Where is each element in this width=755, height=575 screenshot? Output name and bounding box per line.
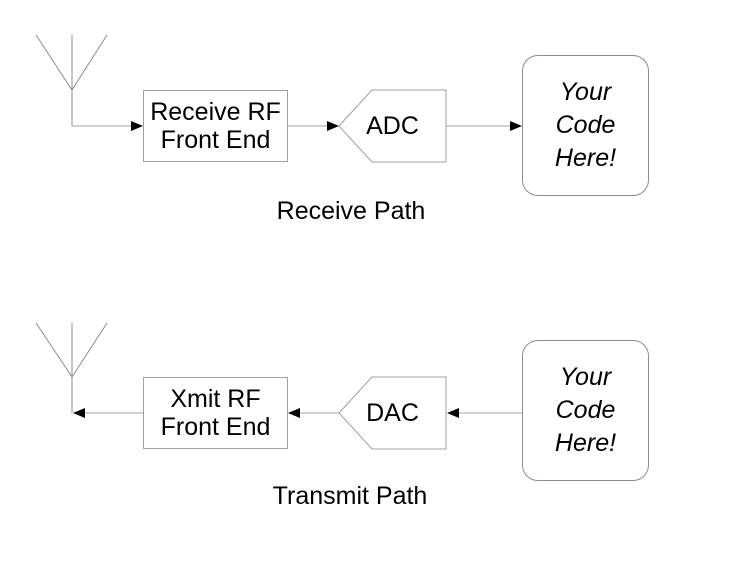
arrowhead-right-icon: [327, 121, 339, 131]
antenna-right-arm: [71, 34, 108, 91]
dac-label-text: DAC: [366, 399, 419, 427]
arrow-adc-to-receive-code: [446, 121, 522, 131]
dac-label: DAC: [339, 377, 446, 449]
antenna-left-arm: [35, 322, 73, 378]
transmit-path-caption: Transmit Path: [272, 482, 428, 510]
arrowhead-right-icon: [510, 121, 522, 131]
transmit-antenna-icon: [35, 322, 108, 413]
receive-code-box: Your Code Here!: [522, 55, 649, 196]
receive-code-label: Your Code Here!: [554, 78, 617, 172]
receive-path-caption: Receive Path: [276, 197, 426, 225]
transmit-code-label: Your Code Here!: [554, 363, 617, 457]
xmit-front-end-box: Xmit RF Front End: [143, 377, 288, 449]
arrow-receive-frontend-to-adc: [288, 121, 339, 131]
receive-front-end-box: Receive RF Front End: [143, 90, 288, 162]
arrow-transmit-code-to-dac: [447, 408, 522, 418]
arrow-dac-to-xmit-frontend: [288, 408, 339, 418]
receive-front-end-label: Receive RF Front End: [150, 98, 281, 154]
arrowhead-left-icon: [447, 408, 459, 418]
arrow-antenna-to-receive-frontend: [72, 121, 143, 131]
arrowhead-left-icon: [288, 408, 300, 418]
transmit-code-box: Your Code Here!: [522, 340, 649, 481]
xmit-front-end-label: Xmit RF Front End: [160, 385, 271, 441]
antenna-right-arm: [71, 322, 108, 378]
adc-label-text: ADC: [366, 112, 419, 140]
dac-pentagon-shape: [338, 376, 447, 450]
adc-label: ADC: [339, 90, 446, 162]
arrow-xmit-frontend-to-antenna: [73, 408, 143, 418]
arrowhead-left-icon: [73, 408, 85, 418]
receive-antenna-icon: [35, 34, 108, 126]
antenna-left-arm: [35, 34, 73, 91]
arrowhead-right-icon: [131, 121, 143, 131]
